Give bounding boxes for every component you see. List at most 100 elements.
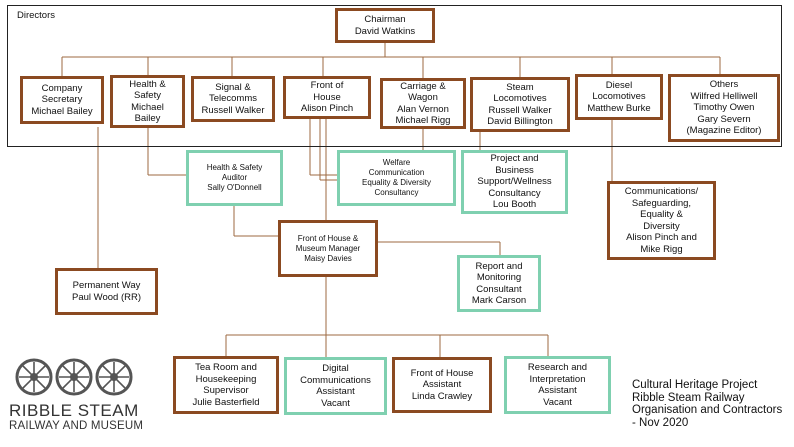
text-line: Gary Severn — [697, 113, 751, 125]
director-front-of-house: Front of House Alison Pinch — [283, 76, 371, 119]
health-safety-auditor-box: Health & Safety Auditor Sally O'Donnell — [186, 150, 283, 206]
text-line: Safety — [134, 90, 161, 101]
text-line: Museum Manager — [295, 243, 361, 253]
text-line: Sally O'Donnell — [207, 183, 262, 192]
research-assistant-box: Research and Interpretation Assistant Va… — [504, 356, 611, 414]
text-line: Secretary — [41, 94, 83, 106]
text-line: Matthew Burke — [587, 102, 651, 114]
text-line: Company — [41, 82, 83, 94]
text-line: Diversity — [643, 220, 680, 232]
text-line: Digital — [322, 363, 349, 374]
text-line: Assistant — [422, 379, 462, 391]
text-line: Telecomms — [208, 93, 258, 105]
text-line: Julie Basterfield — [192, 396, 260, 408]
text-line: Auditor — [221, 173, 248, 182]
train-wheels-logo-icon — [15, 358, 133, 396]
chairman-box: Chairman David Watkins — [335, 8, 435, 43]
text-line: Monitoring — [476, 272, 522, 283]
text-line: House — [313, 91, 341, 103]
text-line: Paul Wood (RR) — [72, 291, 141, 303]
text-line: Michael Rigg — [395, 115, 451, 126]
text-line: Report and — [475, 260, 523, 272]
text-line: Russell Walker — [488, 104, 552, 116]
text-line: Bailey — [134, 113, 161, 124]
text-line: Communications/ — [624, 186, 699, 197]
text-line: David Billington — [487, 116, 553, 127]
welfare-consultancy-box: Welfare Communication Equality & Diversi… — [337, 150, 456, 206]
text-line: Consultancy — [488, 187, 541, 199]
tea-room-supervisor-box: Tea Room and Housekeeping Supervisor Jul… — [173, 356, 279, 414]
text-line: Tea Room and — [195, 362, 257, 373]
text-line: Safeguarding, — [631, 197, 692, 209]
text-line: Others — [709, 79, 739, 91]
text-line: Wilfred Helliwell — [690, 90, 758, 102]
logo-text-line1: RIBBLE STEAM — [9, 401, 139, 420]
text-line: Diesel — [605, 79, 633, 91]
text-line: Signal & — [215, 81, 251, 93]
text-line: Consultancy — [374, 188, 419, 197]
footer-line: Ribble Steam Railway — [632, 391, 745, 404]
directors-frame — [7, 5, 782, 147]
footer-line: Cultural Heritage Project — [632, 379, 758, 391]
text-line: Vacant — [321, 397, 350, 409]
text-line: Locomotives — [592, 91, 646, 103]
text-line: Assistant — [538, 385, 577, 396]
project-support-box: Project and Business Support/Wellness Co… — [461, 150, 568, 214]
text-line: Interpretation — [529, 373, 586, 385]
permanent-way-box: Permanent Way Paul Wood (RR) — [55, 268, 158, 315]
text-line: Housekeeping — [195, 373, 257, 385]
text-line: Welfare — [382, 158, 411, 167]
text-line: Timothy Owen — [693, 102, 755, 114]
text-line: Michael — [131, 101, 164, 113]
text-line: Alan Vernon — [397, 103, 449, 115]
director-steam-locomotives: Steam Locomotives Russell Walker David B… — [470, 77, 570, 132]
text-line: Health & — [129, 78, 166, 90]
text-line: Front of House & — [297, 233, 359, 243]
text-line: Front of House — [410, 367, 474, 379]
text-line: Wagon — [408, 92, 438, 103]
director-others: Others Wilfred Helliwell Timothy Owen Ga… — [668, 74, 780, 142]
director-health-safety: Health & Safety Michael Bailey — [110, 75, 185, 128]
text-line: Project and — [490, 153, 539, 165]
text-line: Mike Rigg — [640, 243, 683, 255]
text-line: Front of — [310, 80, 344, 92]
logo-text-line2: RAILWAY AND MUSEUM — [9, 420, 144, 432]
text-line: Support/Wellness — [477, 176, 552, 188]
chairman-name: David Watkins — [354, 25, 416, 37]
foh-assistant-box: Front of House Assistant Linda Crawley — [392, 357, 492, 413]
text-line: Health & Safety — [206, 163, 263, 172]
text-line: Alison Pinch — [300, 103, 354, 115]
text-line: Consultant — [476, 283, 522, 295]
text-line: Vacant — [543, 396, 572, 408]
text-line: Carriage & — [400, 80, 446, 92]
text-line: Equality & Diversity — [362, 178, 431, 187]
text-line: Maisy Davies — [304, 253, 352, 263]
text-line: Michael Bailey — [31, 105, 93, 117]
text-line: Linda Crawley — [411, 390, 473, 402]
director-company-secretary: Company Secretary Michael Bailey — [20, 76, 104, 124]
report-monitoring-box: Report and Monitoring Consultant Mark Ca… — [457, 255, 541, 312]
chairman-title: Chairman — [364, 14, 406, 25]
text-line: Mark Carson — [471, 295, 527, 306]
text-line: Alison Pinch and — [626, 232, 697, 243]
text-line: (Magazine Editor) — [686, 125, 762, 137]
text-line: Research and — [527, 362, 588, 373]
text-line: Communication — [368, 168, 425, 177]
text-line: Lou Booth — [492, 199, 537, 211]
text-line: Locomotives — [493, 93, 547, 104]
footer-line: Organisation and Contractors — [632, 404, 783, 416]
foh-museum-manager-box: Front of House & Museum Manager Maisy Da… — [278, 220, 378, 277]
footer-caption: Cultural Heritage Project Ribble Steam R… — [632, 379, 782, 429]
text-line: Supervisor — [203, 385, 249, 396]
director-signal-telecomms: Signal & Telecomms Russell Walker — [191, 76, 275, 122]
text-line: Equality & — [640, 209, 683, 220]
text-line: Permanent Way — [72, 280, 141, 291]
directors-label: Directors — [17, 10, 56, 21]
text-line: Assistant — [316, 386, 355, 397]
communications-safeguarding-box: Communications/ Safeguarding, Equality &… — [607, 181, 716, 260]
text-line: Communications — [300, 374, 371, 386]
director-carriage-wagon: Carriage & Wagon Alan Vernon Michael Rig… — [380, 78, 466, 129]
text-line: Business — [495, 164, 534, 176]
text-line: Russell Walker — [201, 104, 265, 116]
text-line: Steam — [506, 81, 534, 93]
